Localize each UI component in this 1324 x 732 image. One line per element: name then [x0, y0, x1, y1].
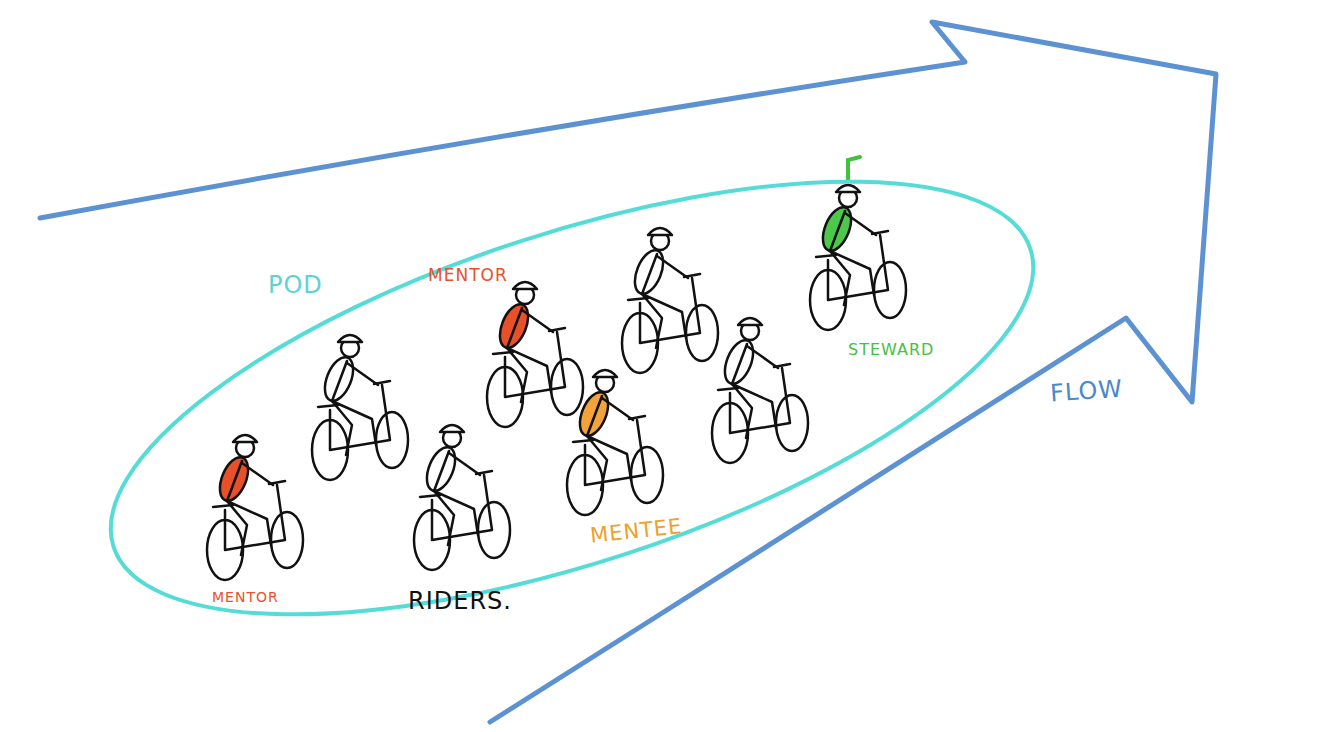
steward-rider [810, 185, 906, 330]
rider [712, 318, 808, 463]
flow-label: FLOW [1049, 375, 1124, 406]
mentor-rider [487, 282, 583, 427]
mentor-rider [207, 435, 303, 580]
role-label: STEWARD [848, 341, 934, 359]
role-label: RIDERS. [408, 588, 512, 614]
mentee-rider [567, 370, 663, 515]
pod-label: POD [268, 272, 323, 298]
rider [414, 425, 510, 570]
role-label: MENTOR [212, 590, 279, 605]
role-label: MENTOR [428, 266, 508, 285]
role-label: MENTEE [589, 515, 683, 548]
steward-flag [848, 157, 860, 180]
rider [622, 228, 718, 373]
rider [312, 335, 408, 480]
